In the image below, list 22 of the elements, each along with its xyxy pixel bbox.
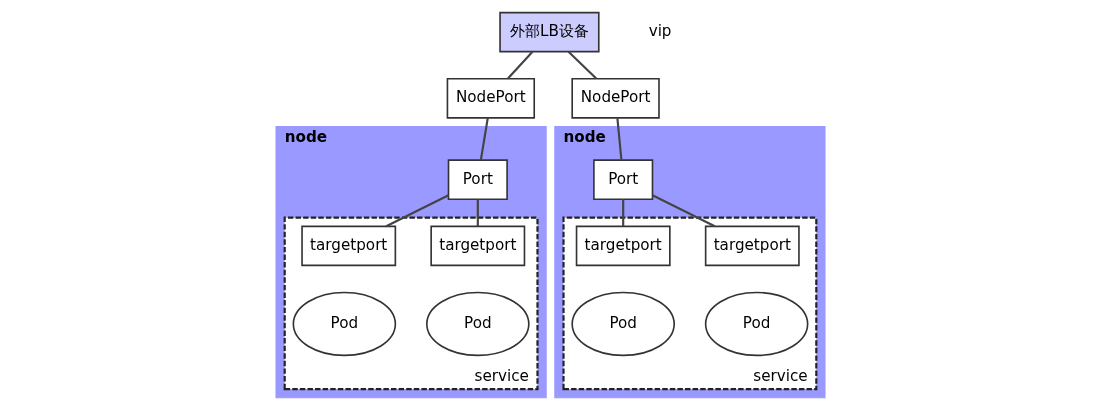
connector: [507, 51, 534, 80]
connector: [567, 50, 597, 80]
node-ellipse: Pod: [571, 291, 675, 357]
node-box: NodePort: [446, 77, 536, 119]
node-box: Port: [447, 159, 508, 200]
node-ellipse: Pod: [704, 291, 809, 357]
node-box: targetport: [575, 225, 671, 267]
node-ellipse: Pod: [292, 291, 397, 357]
node-box: NodePort: [571, 77, 660, 119]
node-box: targetport: [704, 225, 800, 267]
connector: [385, 194, 449, 228]
connector: [479, 117, 489, 161]
node-box: 外部LB设备: [499, 11, 600, 53]
node-ellipse: Pod: [426, 291, 530, 357]
node-box: targetport: [430, 225, 526, 267]
connector: [622, 199, 625, 227]
connector: [476, 199, 479, 227]
connector: [652, 194, 716, 228]
node-box: Port: [593, 159, 654, 200]
connector: [616, 118, 623, 161]
node-box: targetport: [301, 225, 397, 267]
node-label: vip: [648, 22, 672, 41]
